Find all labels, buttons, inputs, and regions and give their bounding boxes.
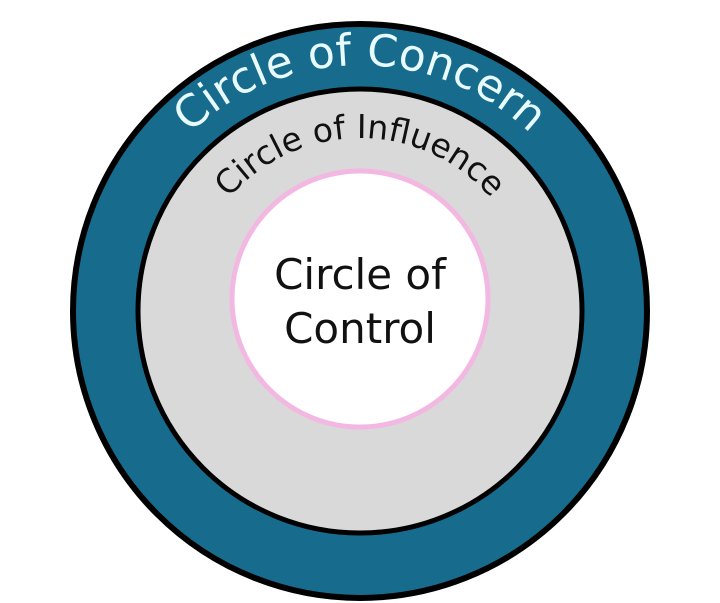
control-label-line1: Circle of: [274, 250, 447, 299]
circle-of-control: [229, 168, 491, 430]
control-label-line2: Control: [284, 304, 436, 353]
